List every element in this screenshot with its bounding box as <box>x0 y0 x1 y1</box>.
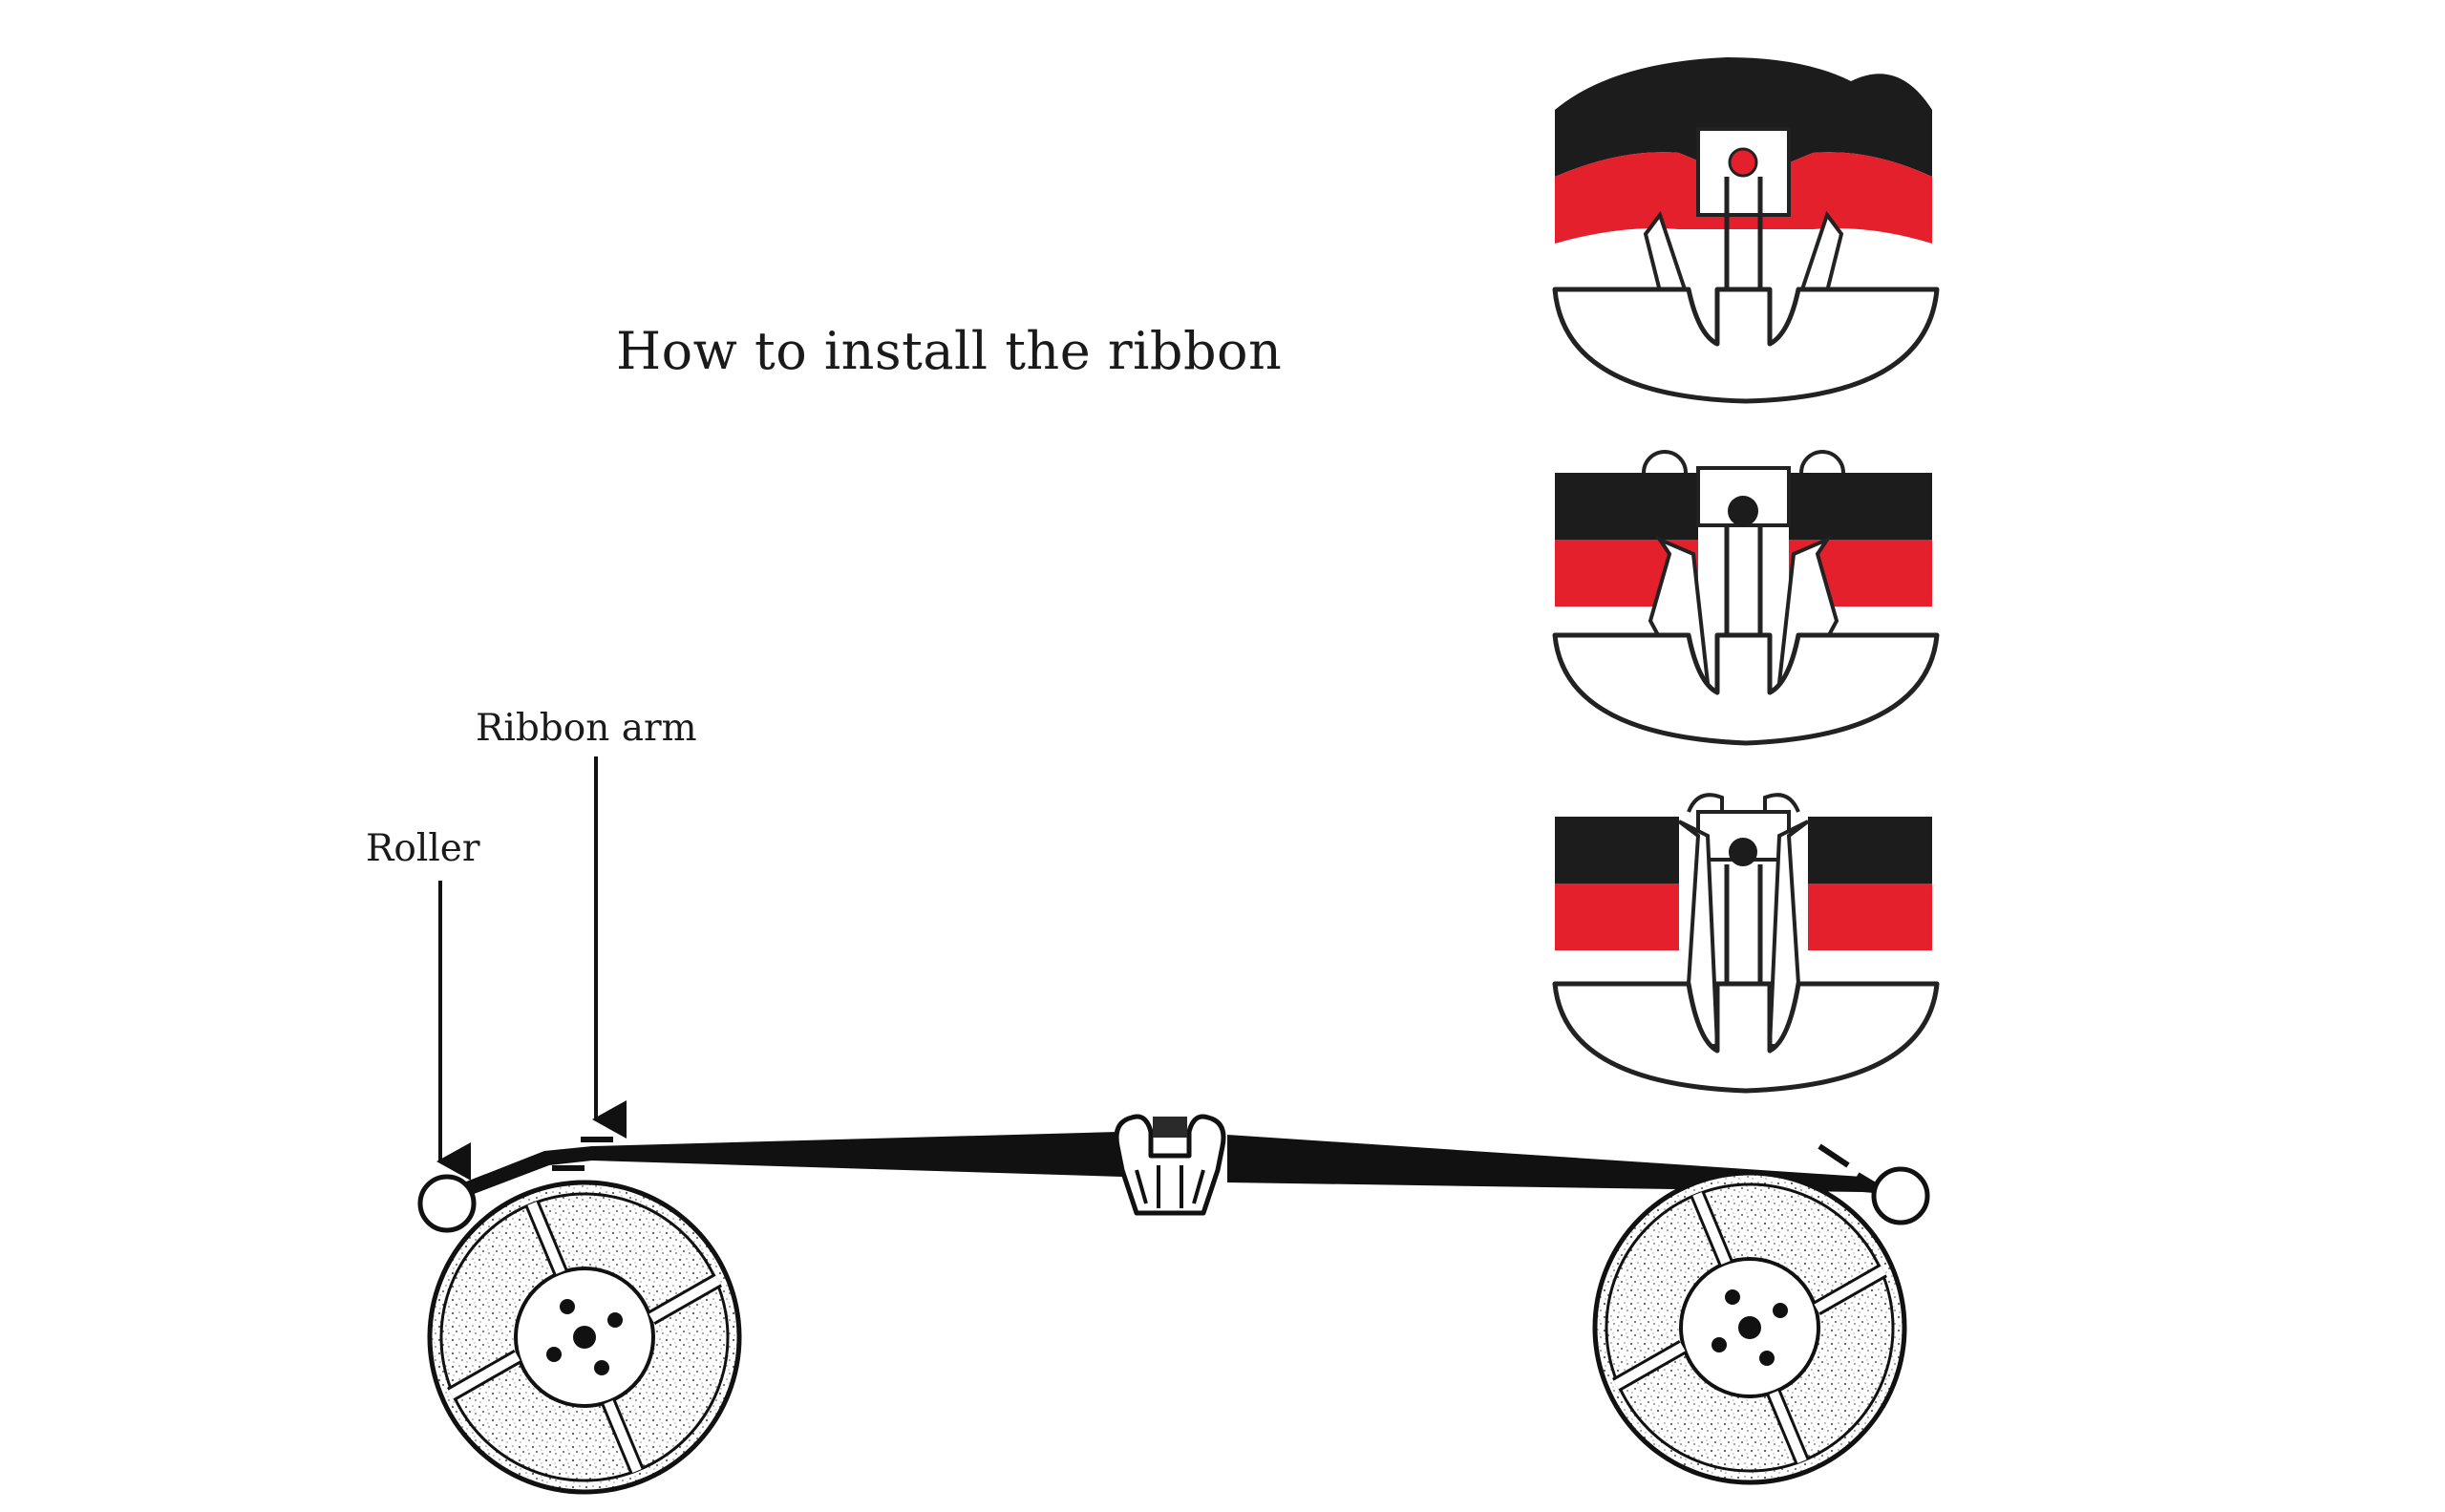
ribbon-black-band <box>1555 817 1679 884</box>
ribbon-black-band <box>1555 473 1698 540</box>
ribbon-black-band <box>1555 57 1932 186</box>
roller-left <box>417 1174 477 1233</box>
ribbon-red-band <box>1555 884 1679 950</box>
ribbon-guide <box>1114 1114 1226 1216</box>
ribbon-strip <box>447 1132 1122 1202</box>
guide-detail-step-2 <box>1552 450 1940 746</box>
page-title: How to install the ribbon <box>616 321 1283 381</box>
ribbon-arm-label: Ribbon arm <box>476 707 697 750</box>
roller-right <box>1871 1166 1930 1225</box>
ribbon-arm-right <box>1818 1143 1850 1168</box>
guide-detail-step-1 <box>1552 57 1940 404</box>
roller-label: Roller <box>366 827 480 870</box>
ribbon-spool-left <box>427 1180 742 1495</box>
guide-detail-step-3 <box>1552 793 1940 1094</box>
ribbon-arm <box>581 1137 613 1142</box>
ribbon-arm-lower <box>552 1165 585 1171</box>
ribbon-spool-right <box>1592 1170 1907 1485</box>
